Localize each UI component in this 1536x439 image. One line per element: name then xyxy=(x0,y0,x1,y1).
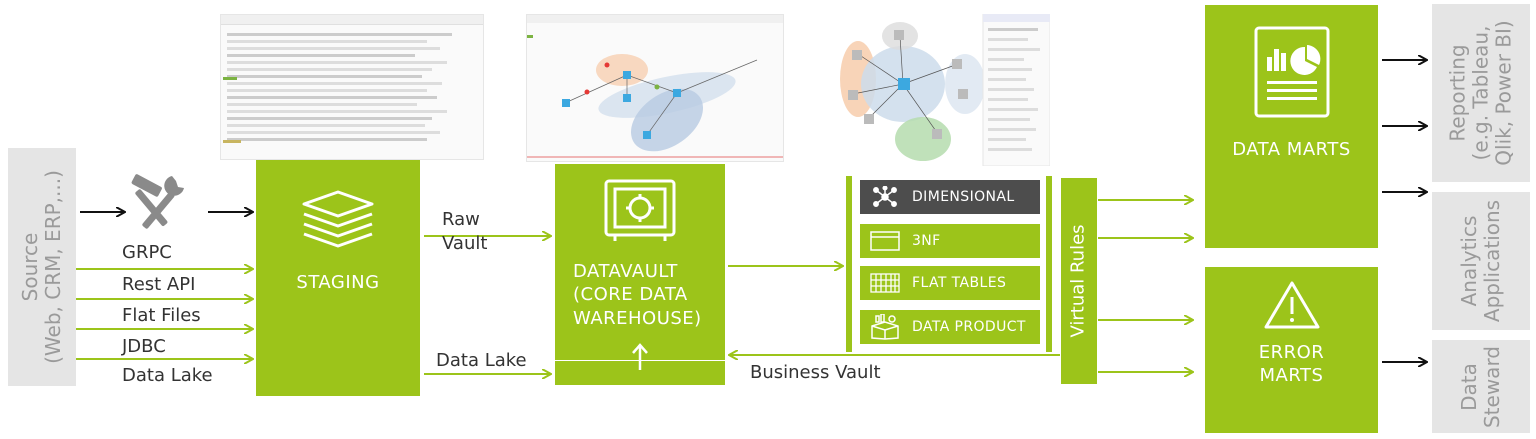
window-icon xyxy=(870,231,900,251)
report-document-icon xyxy=(1253,25,1331,123)
consumer-data-steward-box: Data Steward xyxy=(1432,340,1530,433)
stack-layers-icon xyxy=(300,188,376,252)
business-vault-label: Business Vault xyxy=(750,362,881,383)
input-label-flat-files: Flat Files xyxy=(122,305,201,326)
layers-right-bar xyxy=(1046,176,1052,352)
network-icon xyxy=(870,186,900,208)
layer-flat-tables: FLAT TABLES xyxy=(860,266,1040,300)
layer-label-data-product: DATA PRODUCT xyxy=(912,319,1026,335)
layer-label-dimensional: DIMENSIONAL xyxy=(912,189,1015,205)
data-marts-label: DATA MARTS xyxy=(1232,139,1351,160)
model-editor-screenshot xyxy=(828,14,1050,166)
layer-3nf: 3NF xyxy=(860,224,1040,258)
consumer-reporting-label: Reporting (e.g. Tableau, Qlik, Power BI) xyxy=(1445,20,1516,166)
staging-box: STAGING xyxy=(256,160,420,396)
datavault-box: DATAVAULT (CORE DATA WAREHOUSE) xyxy=(555,164,725,385)
error-marts-box: ERROR MARTS xyxy=(1205,267,1378,433)
consumer-analytics-label: Analytics Applications xyxy=(1457,199,1504,323)
consumer-analytics-box: Analytics Applications xyxy=(1432,192,1530,330)
input-label-rest-api: Rest API xyxy=(122,274,196,295)
error-marts-label: ERROR MARTS xyxy=(1258,342,1325,387)
datavault-graph-screenshot xyxy=(526,14,784,162)
data-marts-box: DATA MARTS xyxy=(1205,5,1378,248)
virtual-rules-label: Virtual Rules xyxy=(1067,224,1089,338)
source-box: Source (Web, CRM, ERP,...) xyxy=(8,148,76,386)
consumer-data-steward-label: Data Steward xyxy=(1457,345,1504,428)
datavault-label: DATAVAULT (CORE DATA WAREHOUSE) xyxy=(573,261,702,329)
warning-triangle-icon xyxy=(1263,279,1321,335)
layer-label-flat-tables: FLAT TABLES xyxy=(912,275,1007,291)
up-arrow-icon xyxy=(631,342,649,376)
staging-label: STAGING xyxy=(296,272,380,293)
consumer-reporting-box: Reporting (e.g. Tableau, Qlik, Power BI) xyxy=(1432,4,1530,182)
layer-dimensional: DIMENSIONAL xyxy=(860,180,1040,214)
input-label-grpc: GRPC xyxy=(122,242,172,263)
virtual-rules-box: Virtual Rules xyxy=(1061,178,1097,384)
input-label-data-lake: Data Lake xyxy=(122,365,213,386)
staging-table-screenshot xyxy=(220,14,484,160)
grid-table-icon xyxy=(870,273,900,293)
layer-data-product: DATA PRODUCT xyxy=(860,310,1040,344)
tools-icon xyxy=(128,172,190,232)
layers-left-bar xyxy=(846,176,852,352)
box-chart-icon xyxy=(870,314,900,340)
input-label-jdbc: JDBC xyxy=(122,336,166,357)
data-lake-label: Data Lake xyxy=(436,350,527,371)
raw-vault-label: Raw Vault xyxy=(442,209,488,255)
vault-safe-icon xyxy=(603,178,677,248)
layer-label-3nf: 3NF xyxy=(912,233,941,249)
